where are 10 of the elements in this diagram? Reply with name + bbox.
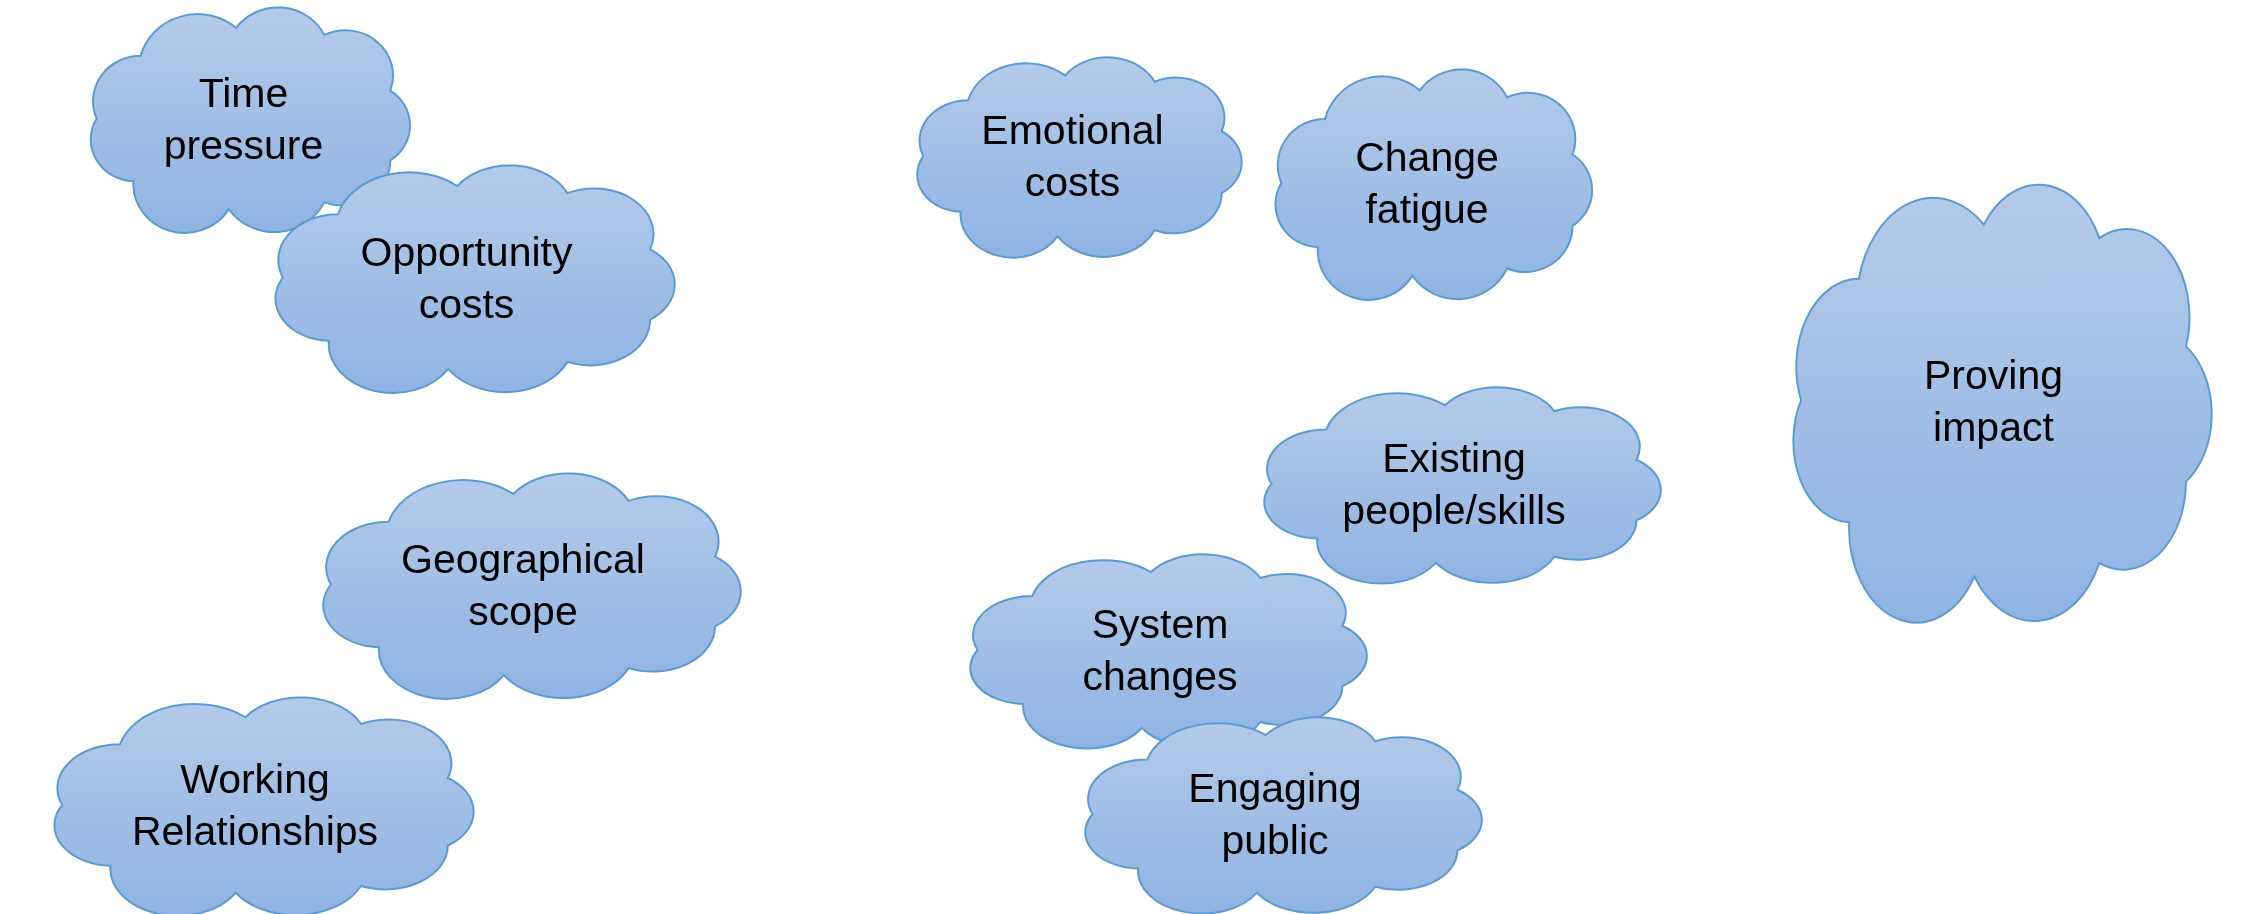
cloud-label: Change fatigue: [1354, 133, 1500, 234]
cloud-label: Emotional costs: [980, 106, 1165, 207]
cloud-label: Existing people/skills: [1341, 434, 1567, 535]
cloud-label: Engaging public: [1187, 764, 1363, 865]
cloud-label: Geographical scope: [400, 534, 646, 636]
cloud-label: Opportunity costs: [359, 227, 574, 329]
cloud-label: Proving impact: [1923, 350, 2064, 452]
cloud-label: Time pressure: [162, 68, 325, 170]
cloud-label: System changes: [1081, 600, 1239, 701]
cloud-label: Working Relationships: [130, 755, 380, 856]
